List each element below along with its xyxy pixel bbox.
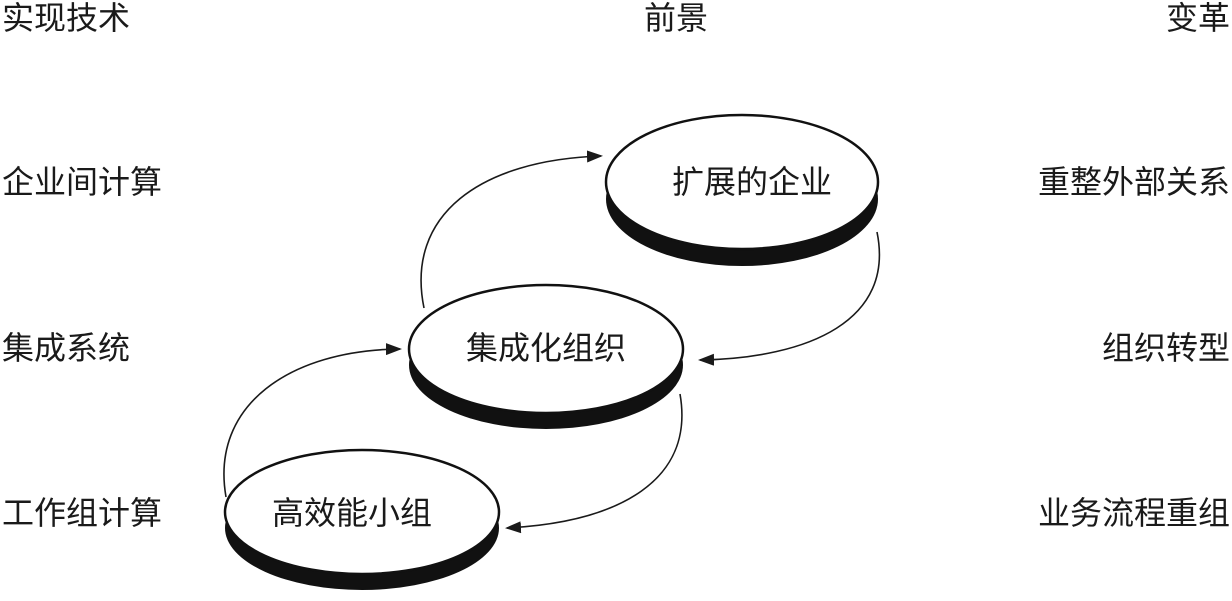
arrow-team-to-integrated	[223, 343, 402, 498]
stage-label: 高效能小组	[272, 494, 432, 532]
change-level-transformation: 组织转型	[1101, 329, 1230, 367]
column-header-technology: 实现技术	[2, 0, 131, 37]
stage-disk-extended-enterprise: 扩展的企业	[604, 113, 880, 266]
change-level-external-relations: 重整外部关系	[1037, 163, 1230, 201]
arrow-integrated-to-extended	[420, 150, 603, 309]
disk-face	[604, 113, 880, 251]
stage-label: 集成化组织	[466, 329, 626, 367]
disk-face	[407, 283, 685, 415]
stage-label: 扩展的企业	[672, 163, 832, 201]
stage-disk-high-performance-team: 高效能小组	[223, 448, 501, 590]
column-header-prospect: 前景	[643, 0, 709, 37]
arrow-integrated-to-team	[505, 393, 683, 534]
stage-disk-integrated-organization: 集成化组织	[407, 283, 685, 429]
column-header-change: 变革	[1165, 0, 1230, 37]
disk-face	[223, 448, 501, 576]
technology-level-inter-enterprise: 企业间计算	[2, 163, 163, 201]
change-level-process-reengineering: 业务流程重组	[1037, 494, 1230, 532]
technology-level-integrated-systems: 集成系统	[2, 329, 131, 367]
arrow-extended-to-integrated	[698, 231, 881, 366]
technology-level-workgroup: 工作组计算	[2, 494, 163, 532]
